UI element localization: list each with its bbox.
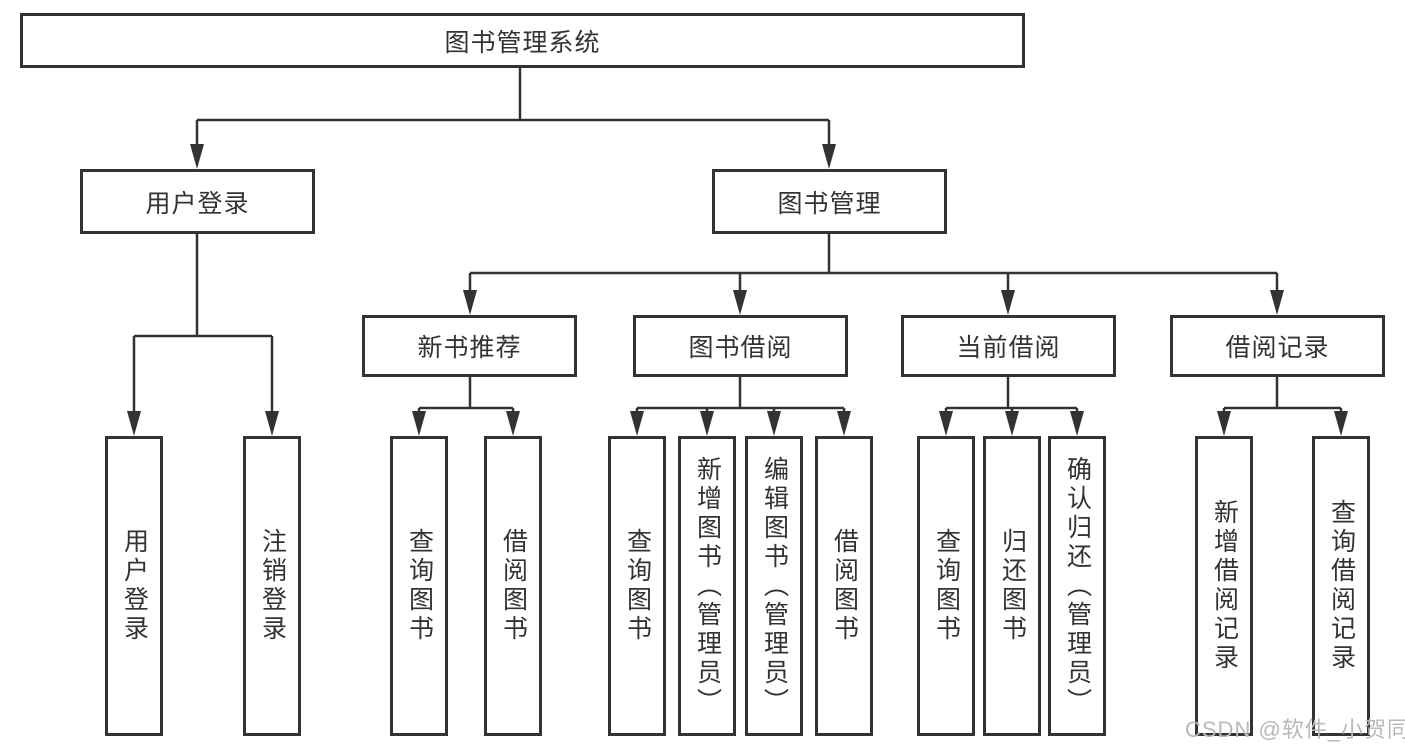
node-leaf-return-books: 归还图书 bbox=[983, 436, 1041, 736]
node-label: 查询图书 bbox=[623, 528, 652, 644]
node-label: 新书推荐 bbox=[417, 334, 522, 362]
node-user-login: 用户登录 bbox=[80, 169, 315, 234]
node-book-management: 图书管理 bbox=[712, 169, 947, 234]
node-leaf-logout: 注销登录 bbox=[243, 436, 301, 736]
node-label: 借阅记录 bbox=[1225, 334, 1330, 362]
node-label: 查询图书 bbox=[932, 528, 961, 644]
node-borrowing-records: 借阅记录 bbox=[1170, 315, 1385, 377]
node-label: 归还图书 bbox=[998, 528, 1027, 644]
node-leaf-query-borrow-record: 查询借阅记录 bbox=[1312, 436, 1370, 736]
node-label: 用户登录 bbox=[120, 528, 149, 644]
node-leaf-borrow-books-2: 借阅图书 bbox=[815, 436, 873, 736]
node-label: 编辑图书（管理员） bbox=[760, 455, 789, 717]
node-label: 注销登录 bbox=[258, 528, 287, 644]
node-label: 查询图书 bbox=[405, 528, 434, 644]
node-leaf-query-books-2: 查询图书 bbox=[608, 436, 666, 736]
node-leaf-confirm-return-admin: 确认归还（管理员） bbox=[1048, 436, 1106, 736]
node-leaf-user-login: 用户登录 bbox=[105, 436, 163, 736]
node-label: 借阅图书 bbox=[499, 528, 528, 644]
node-leaf-borrow-books-1: 借阅图书 bbox=[484, 436, 542, 736]
node-label: 新增图书（管理员） bbox=[693, 455, 722, 717]
node-current-borrowing: 当前借阅 bbox=[901, 315, 1116, 377]
node-root-system: 图书管理系统 bbox=[20, 13, 1025, 68]
node-leaf-edit-books-admin: 编辑图书（管理员） bbox=[745, 436, 803, 736]
node-label: 确认归还（管理员） bbox=[1063, 455, 1092, 717]
node-label: 当前借阅 bbox=[956, 334, 1061, 362]
node-new-book-recommend: 新书推荐 bbox=[362, 315, 577, 377]
node-book-borrowing: 图书借阅 bbox=[633, 315, 848, 377]
node-leaf-query-books-1: 查询图书 bbox=[390, 436, 448, 736]
node-label: 用户登录 bbox=[145, 189, 250, 218]
node-label: 新增借阅记录 bbox=[1210, 499, 1239, 673]
node-leaf-query-books-3: 查询图书 bbox=[917, 436, 975, 736]
node-label: 借阅图书 bbox=[830, 528, 859, 644]
node-leaf-add-borrow-record: 新增借阅记录 bbox=[1195, 436, 1253, 736]
node-leaf-add-books-admin: 新增图书（管理员） bbox=[678, 436, 736, 736]
node-label: 查询借阅记录 bbox=[1327, 499, 1356, 673]
node-label: 图书借阅 bbox=[688, 334, 793, 362]
node-label: 图书管理系统 bbox=[444, 28, 601, 57]
node-label: 图书管理 bbox=[777, 189, 882, 218]
arrow-down-icons bbox=[127, 144, 1348, 436]
watermark: CSDN @软件_小贺同学 bbox=[1185, 717, 1405, 742]
